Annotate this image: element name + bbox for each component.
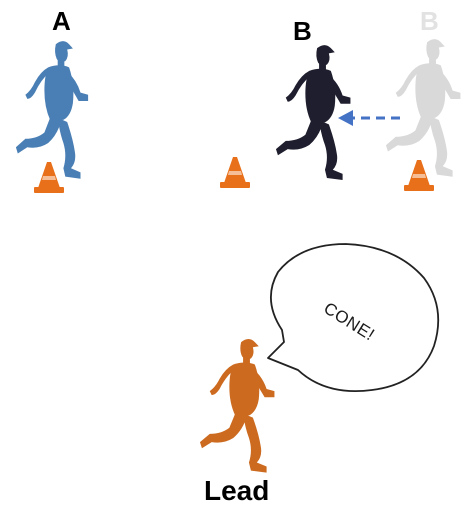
runner-a-icon xyxy=(15,41,89,179)
runner-b-icon xyxy=(275,45,351,181)
cone-a-icon xyxy=(34,162,64,193)
cone-right-icon xyxy=(404,160,434,191)
speech-bubble xyxy=(267,243,440,393)
dashed-arrow-left-icon xyxy=(338,110,400,126)
runner-a-label: A xyxy=(52,6,71,36)
runner-b-ghost-label: B xyxy=(420,6,439,36)
cone-middle-icon xyxy=(220,157,250,188)
runner-b-ghost-icon xyxy=(385,39,461,177)
lead-label: Lead xyxy=(204,475,270,505)
runner-lead-icon xyxy=(199,339,275,473)
runner-b-label: B xyxy=(293,16,312,46)
